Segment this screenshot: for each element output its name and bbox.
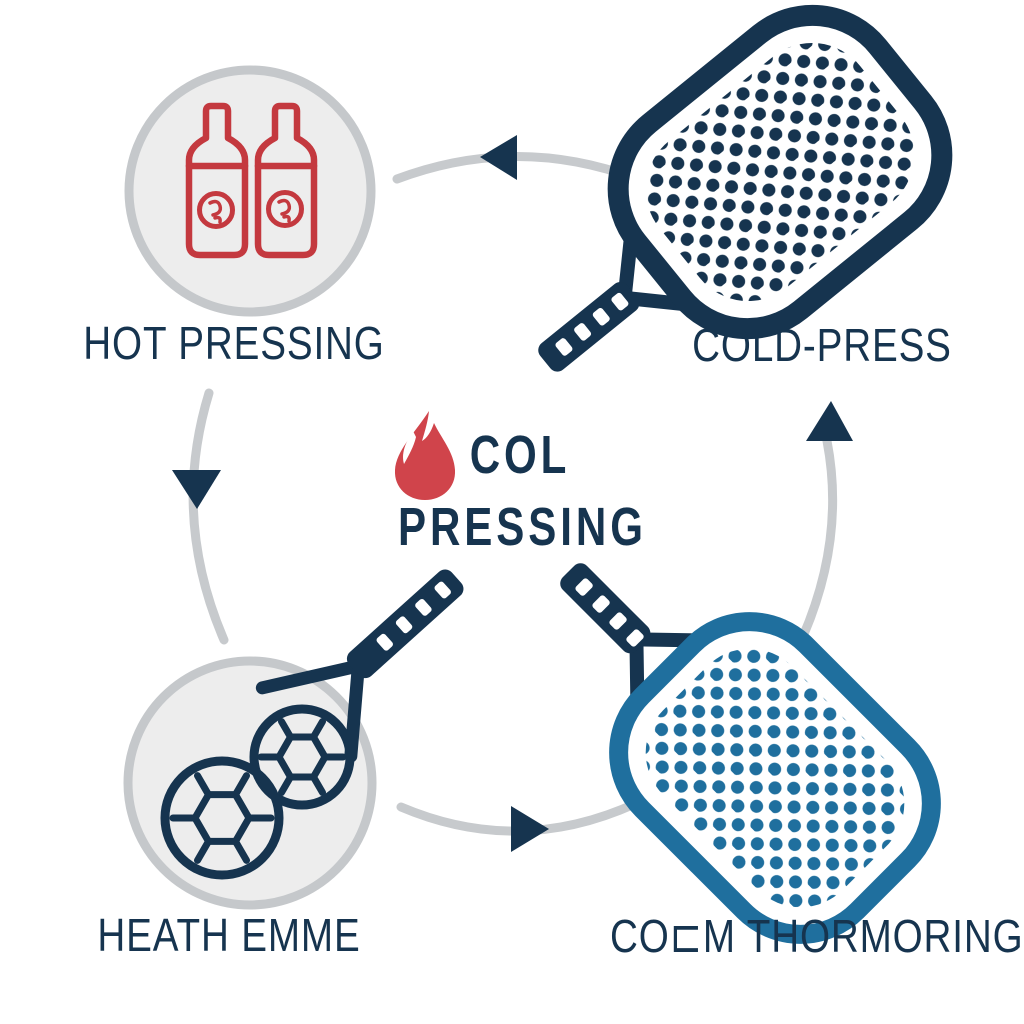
pickleball-paddle-navy-icon bbox=[538, 4, 953, 372]
arrow-right-icon bbox=[511, 806, 549, 852]
label-hot-pressing: HOT PRESSING bbox=[83, 317, 385, 369]
arc-left bbox=[188, 388, 229, 645]
arrow-left-icon bbox=[480, 135, 517, 180]
paddle-handle-icon bbox=[255, 569, 464, 763]
label-cold-press: COLD-PRESS bbox=[692, 319, 952, 371]
label-colm-thormoring: CO⊏M THORMORING bbox=[610, 910, 1024, 962]
node-circle bbox=[124, 65, 376, 317]
bottle-left bbox=[185, 102, 249, 259]
ball-icon bbox=[160, 756, 284, 880]
center-title-line2: PRESSING bbox=[398, 497, 647, 557]
node-circle bbox=[123, 656, 377, 910]
flame-icon bbox=[394, 411, 456, 500]
arrow-down-icon bbox=[172, 470, 221, 509]
bottle-right bbox=[254, 102, 318, 259]
label-heath-emme: HEATH EMME bbox=[97, 909, 361, 961]
arc-right bbox=[796, 436, 838, 646]
oil-bottles-icon bbox=[124, 65, 376, 317]
balls-and-paddle-icon bbox=[123, 569, 464, 910]
pickleball-paddle-blue-icon bbox=[560, 563, 941, 944]
center-title-line1: COL bbox=[469, 425, 571, 485]
arrow-up-icon bbox=[806, 401, 853, 441]
flow-arrowheads bbox=[172, 135, 853, 852]
